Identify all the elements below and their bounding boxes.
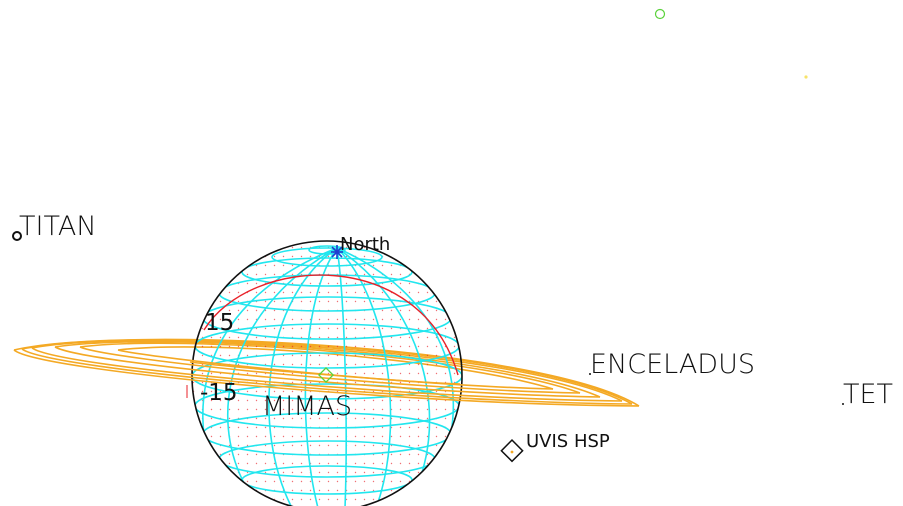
tethys-label: TET bbox=[843, 379, 893, 410]
saturn-planet bbox=[191, 240, 463, 506]
enceladus-marker bbox=[589, 373, 591, 375]
subspacecraft-marker bbox=[318, 367, 334, 383]
tethys-marker bbox=[842, 403, 844, 405]
distant-moon-marker bbox=[654, 8, 666, 20]
enceladus-label: ENCELADUS bbox=[590, 349, 755, 380]
mimas-label: MIMAS bbox=[262, 391, 352, 422]
titan-marker bbox=[12, 231, 22, 241]
planet-limb bbox=[191, 240, 463, 506]
distant-star-marker bbox=[804, 75, 808, 79]
rings-front bbox=[13, 346, 640, 407]
terminator-line bbox=[203, 274, 459, 376]
uvis-hsp-label: UVIS HSP bbox=[526, 431, 610, 452]
north-pole-marker bbox=[331, 245, 343, 259]
latitude-label-lower: -15 bbox=[200, 380, 238, 406]
titan-label: TITAN bbox=[19, 211, 97, 242]
uvis-hsp-footprint bbox=[500, 439, 524, 463]
north-label: North bbox=[340, 234, 390, 255]
latitude-label-upper: 15 bbox=[205, 310, 234, 336]
